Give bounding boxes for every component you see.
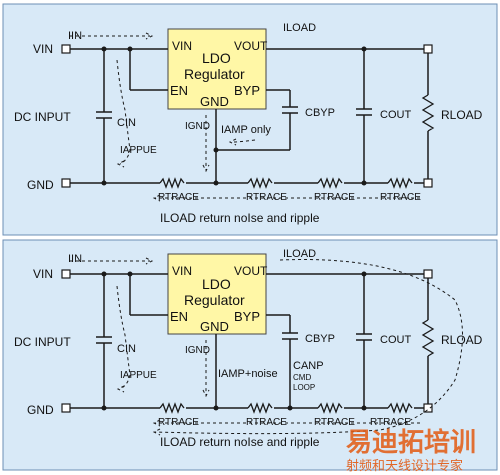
chip-title-ldo: LDO (202, 50, 231, 66)
iamp-label: IAMP only (221, 124, 271, 136)
cbyp-label: CBYP (305, 333, 335, 345)
rload-label: RLOAD (441, 333, 483, 347)
chip-byp-pin: BYP (234, 83, 260, 98)
rtrace-label: RTRACE (246, 192, 287, 203)
gnd-label: GND (27, 403, 54, 417)
iload-label: ILOAD (283, 248, 316, 260)
cin-label: CIN (117, 343, 136, 355)
watermark: 易迪拓培训 射频和天线设计专家 (346, 427, 476, 473)
dc-input-label: DC INPUT (14, 110, 71, 124)
load-gnd-terminal (423, 178, 433, 188)
gnd-terminal (61, 178, 71, 188)
cin-label: CIN (117, 117, 136, 129)
panel-top: VIN VOUT LDO Regulator EN BYP GND IIN VI… (2, 3, 498, 236)
ldo-chip-bottom (167, 253, 267, 335)
chip-title-ldo: LDO (202, 276, 231, 292)
canp-label: CANP (293, 360, 324, 372)
chip-byp-pin: BYP (234, 309, 260, 324)
watermark-main-text: 易迪拓培训 (346, 427, 476, 457)
chip-vout-pin: VOUT (234, 264, 268, 278)
iappue-label: IAPPUE (120, 145, 157, 156)
load-gnd-terminal (423, 403, 433, 413)
gnd-label: GND (27, 178, 54, 192)
vin-label: VIN (33, 42, 53, 56)
iin-label: IIN (68, 253, 82, 265)
iload-label: ILOAD (283, 22, 316, 34)
dc-input-label: DC INPUT (14, 335, 71, 349)
return-note: ILOAD return noIse and ripple (160, 435, 320, 449)
iamp-label: IAMP+noise (218, 368, 278, 380)
chip-gnd-pin: GND (200, 94, 229, 109)
vout-terminal (423, 269, 433, 279)
gnd-terminal (61, 403, 71, 413)
cmd-label: CMD (293, 373, 311, 382)
chip-vin-pin: VIN (172, 39, 192, 53)
cout-label: COUT (380, 334, 411, 346)
rtrace-label: RTRACE (370, 417, 411, 428)
chip-vin-pin: VIN (172, 264, 192, 278)
chip-en-pin: EN (170, 83, 188, 98)
ignd-label: IGND (185, 121, 210, 132)
cout-label: COUT (380, 109, 411, 121)
rload-label: RLOAD (441, 108, 483, 122)
cbyp-label: CBYP (305, 107, 335, 119)
chip-vout-pin: VOUT (234, 39, 268, 53)
vin-terminal (61, 269, 71, 279)
ignd-label: IGND (185, 345, 210, 356)
rtrace-label: RTRACE (246, 417, 287, 428)
vout-terminal (423, 44, 433, 54)
chip-gnd-pin: GND (200, 319, 229, 334)
iappue-label: IAPPUE (120, 370, 157, 381)
chip-en-pin: EN (170, 309, 188, 324)
iin-label: IIN (68, 30, 82, 42)
vin-label: VIN (33, 267, 53, 281)
panel-bottom: VIN VOUT LDO Regulator EN BYP GND IIN VI… (2, 239, 498, 471)
watermark-sub-text: 射频和天线设计专家 (346, 458, 463, 473)
loop-label: LOOP (293, 383, 315, 392)
chip-title-regulator: Regulator (184, 292, 245, 308)
vin-terminal (61, 44, 71, 54)
return-note: ILOAD return noIse and ripple (160, 211, 320, 225)
chip-title-regulator: Regulator (184, 66, 245, 82)
ldo-chip-top (167, 28, 267, 110)
